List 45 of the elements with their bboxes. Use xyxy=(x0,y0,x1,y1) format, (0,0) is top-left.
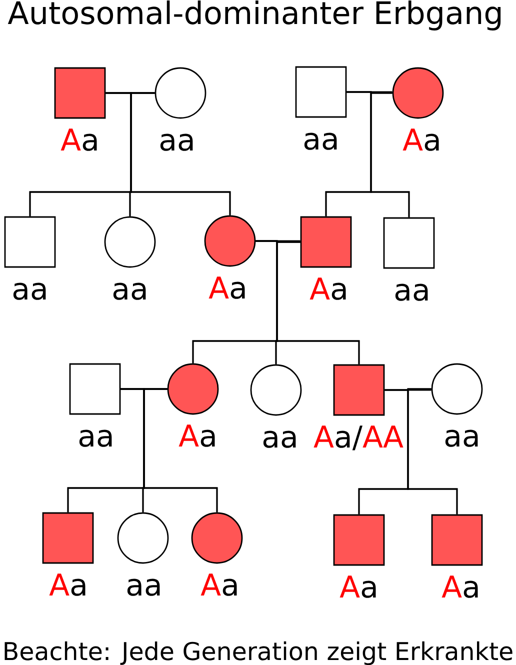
female-circle xyxy=(250,364,302,416)
male-square xyxy=(333,514,385,566)
genotype-label: Aa xyxy=(310,278,346,300)
female-circle xyxy=(431,363,483,415)
male-square xyxy=(42,512,94,564)
genotype-label: Aa xyxy=(49,574,86,596)
female-circle xyxy=(167,363,219,415)
title: Autosomal-dominanter Erbgang xyxy=(8,0,501,30)
genotype-label: aa xyxy=(13,282,46,300)
female-circle xyxy=(154,67,206,119)
female-circle xyxy=(392,67,444,119)
male-square xyxy=(69,363,121,415)
genotype-label: aa xyxy=(304,132,337,150)
genotype-label: aa xyxy=(395,284,428,301)
genotype-label: aa xyxy=(445,430,478,447)
genotype-label: Aa xyxy=(340,576,376,598)
genotype-label: aa xyxy=(160,134,193,151)
genotype-label: Aa/AA xyxy=(314,426,404,450)
male-square xyxy=(431,514,483,566)
female-circle xyxy=(117,512,169,564)
genotype-label: Aa xyxy=(442,576,478,598)
male-square xyxy=(295,66,347,118)
female-circle xyxy=(104,216,156,268)
genotype-label: aa xyxy=(263,430,296,448)
genotype-label: aa xyxy=(79,430,112,447)
genotype-label: Aa xyxy=(60,128,97,151)
male-square xyxy=(333,364,385,416)
genotype-label: Aa xyxy=(200,574,237,596)
genotype-label: Aa xyxy=(402,128,439,151)
descent-line xyxy=(370,92,410,218)
female-circle xyxy=(204,215,256,267)
descent-line xyxy=(130,92,231,216)
male-square xyxy=(383,217,435,269)
genotype-label: Aa xyxy=(178,424,215,447)
descent-line xyxy=(143,388,218,512)
male-square xyxy=(4,216,56,268)
caption: Beachte: Jede Generation zeigt Erkrankte xyxy=(4,641,512,665)
descent-line xyxy=(407,388,458,514)
genotype-label: aa xyxy=(127,578,160,596)
descent-line xyxy=(276,241,360,364)
male-square xyxy=(300,216,352,268)
genotype-label: Aa xyxy=(208,276,245,299)
female-circle xyxy=(191,512,243,564)
genotype-label: aa xyxy=(113,282,146,300)
male-square xyxy=(54,67,106,119)
